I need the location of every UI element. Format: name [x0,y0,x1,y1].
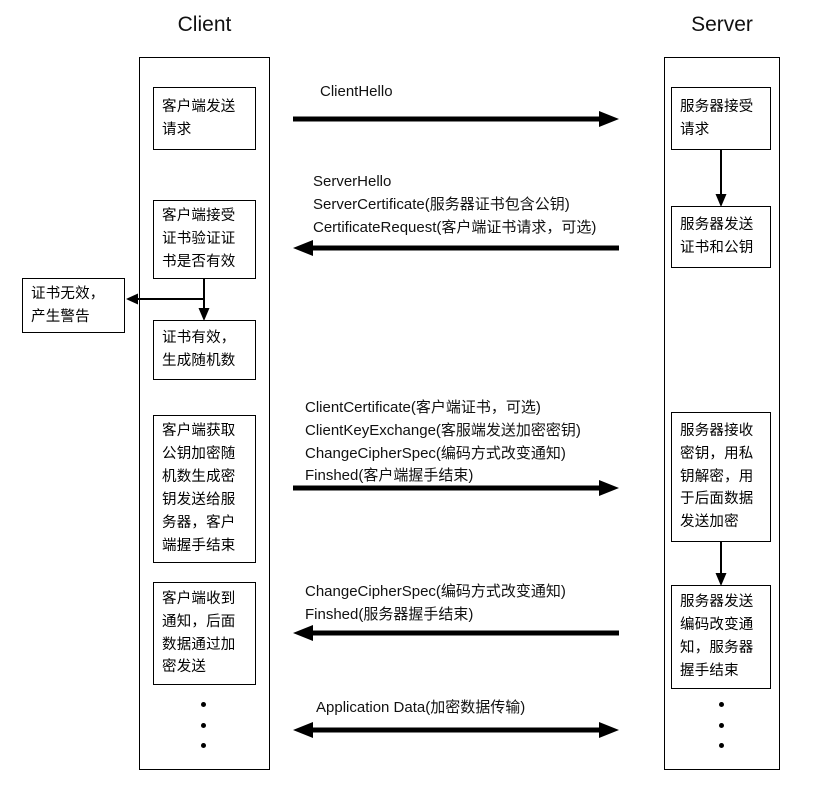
message-server-change-cipher-arrow [293,625,619,641]
server-connector-accept-to-send-cert [713,150,729,208]
client-node-encrypt-key-label: 客户端获取 公钥加密随 机数生成密 钥发送给服 务器，客户 端握手结束 [162,423,236,554]
message-server-hello-label: ServerHello ServerCertificate(服务器证书包含公钥)… [313,173,597,236]
server-node-change-cipher-label: 服务器发送 编码改变通 知，服务器 握手结束 [680,594,754,679]
client-branch-to-alert-arrow [126,290,206,308]
message-client-hello-label: ClientHello [320,83,393,100]
message-client-key-exchange-label: ClientCertificate(客户端证书，可选) ClientKeyExc… [305,399,581,485]
server-node-decrypt-key-label: 服务器接收 密钥，用私 钥解密，用 于后面数据 发送加密 [680,422,754,531]
client-node-verify-cert-label: 客户端接受 证书验证证 书是否有效 [162,208,236,270]
server-node-send-cert-label: 服务器发送 证书和公钥 [680,217,754,256]
client-node-send-request-label: 客户端发送 请求 [162,98,236,138]
cert-invalid-alert-label: 证书无效， 产生警告 [31,285,105,325]
client-node-cert-valid[interactable]: 证书有效， 生成随机数 [153,320,256,380]
server-node-send-cert[interactable]: 服务器发送 证书和公钥 [671,206,771,268]
server-node-decrypt-key[interactable]: 服务器接收 密钥，用私 钥解密，用 于后面数据 发送加密 [671,412,771,542]
server-node-change-cipher[interactable]: 服务器发送 编码改变通 知，服务器 握手结束 [671,585,771,689]
server-ellipsis-dots [718,702,725,748]
message-client-hello-arrow [293,111,619,127]
server-node-accept-request[interactable]: 服务器接受 请求 [671,87,771,150]
client-node-verify-cert[interactable]: 客户端接受 证书验证证 书是否有效 [153,200,256,279]
message-application-data-arrow [293,722,619,738]
client-node-cert-valid-label: 证书有效， 生成随机数 [162,330,236,369]
client-node-encrypt-key[interactable]: 客户端获取 公钥加密随 机数生成密 钥发送给服 务器，客户 端握手结束 [153,415,256,563]
client-node-send-request[interactable]: 客户端发送 请求 [153,87,256,150]
server-node-accept-request-label: 服务器接受 请求 [680,98,754,138]
cert-invalid-alert-box[interactable]: 证书无效， 产生警告 [22,278,125,333]
client-column-title: Client [177,13,232,36]
server-column-title: Server [691,13,753,36]
client-ellipsis-dots [200,702,207,748]
server-connector-decrypt-to-change-cipher [713,542,729,587]
message-server-hello-arrow [293,240,619,256]
client-node-got-notice[interactable]: 客户端收到 通知，后面 数据通过加 密发送 [153,582,256,685]
message-client-key-exchange-arrow [293,480,619,496]
message-server-change-cipher-label: ChangeCipherSpec(编码方式改变通知) Finshed(服务器握手… [305,583,566,623]
client-node-got-notice-label: 客户端收到 通知，后面 数据通过加 密发送 [162,590,236,676]
message-application-data-label: Application Data(加密数据传输) [316,699,526,716]
